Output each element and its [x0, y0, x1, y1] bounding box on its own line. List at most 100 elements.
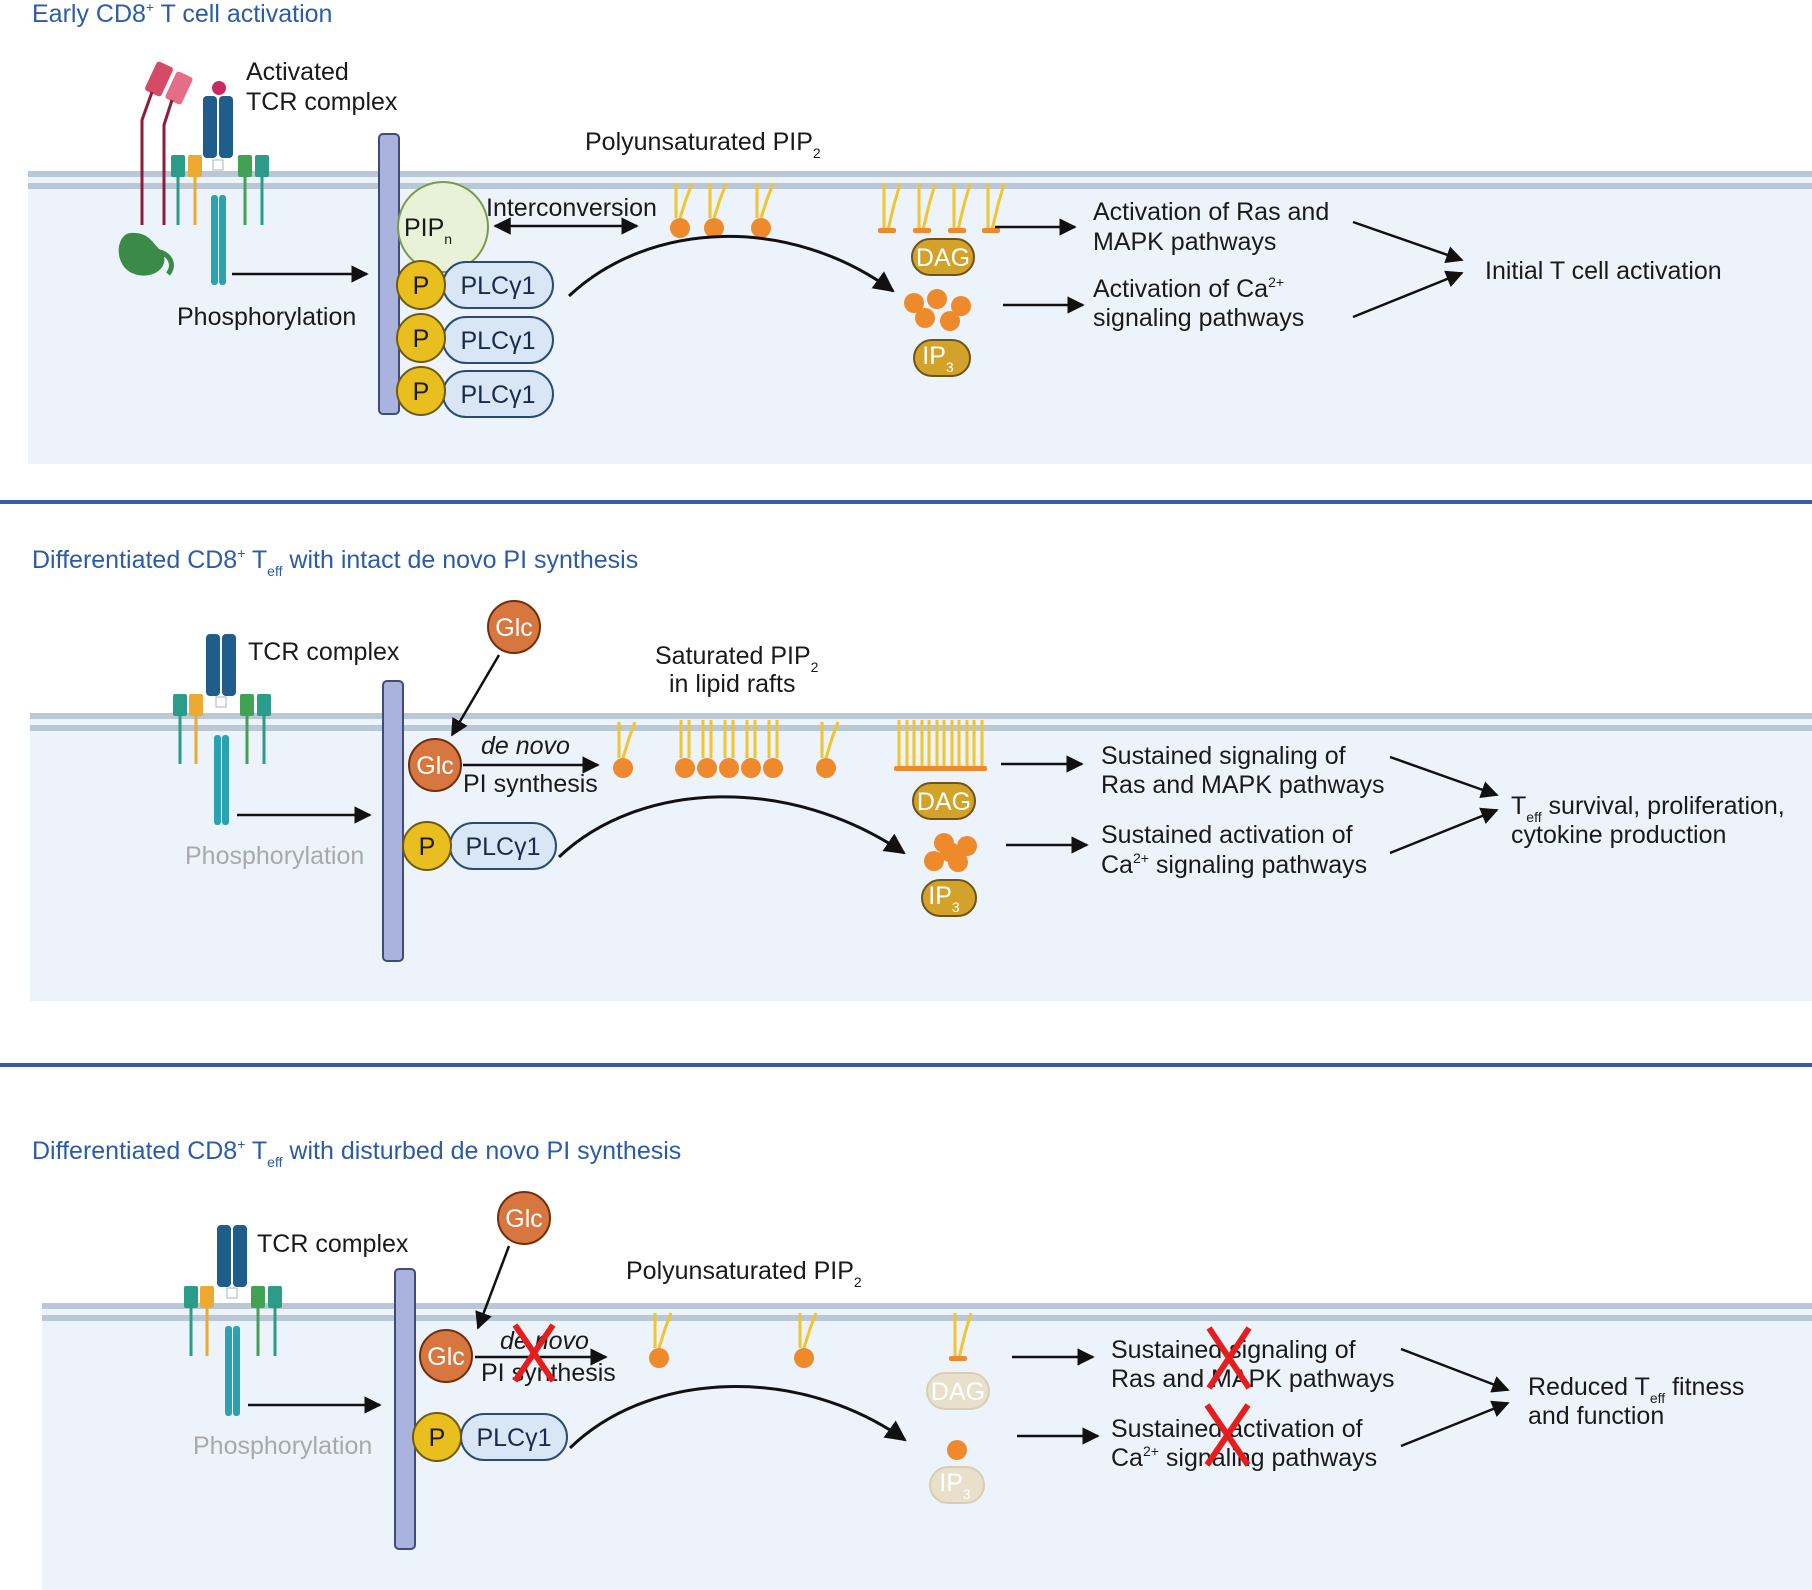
pip2-lipids [649, 1312, 818, 1368]
pip2-lipid [670, 183, 694, 238]
glc-circle-extracellular [487, 600, 541, 654]
pip2-title: Polyunsaturated PIP2 [585, 128, 821, 161]
ip3-label: IP3 [922, 342, 954, 375]
phosphorylation-label: Phosphorylation [177, 303, 356, 331]
dag-label: DAG [917, 788, 971, 816]
panel3-membrane [42, 1303, 1812, 1321]
phosphorylation-label: Phosphorylation [185, 842, 364, 870]
plc-complex: P PLCγ1 [402, 821, 557, 871]
dag-lipid [939, 720, 957, 771]
antigen-dot [212, 81, 226, 95]
panel1-outcome: Initial T cell activation [1485, 257, 1722, 285]
ip3-head [947, 1440, 967, 1460]
scaffold-bar [378, 133, 400, 415]
glc-import-arrow [475, 1245, 511, 1330]
ras-to-outcome-arrow [1352, 220, 1464, 264]
pip2-lipids [670, 183, 775, 238]
pip2-lipid [697, 720, 717, 778]
panel2-outcome-line2: cytokine production [1511, 821, 1726, 849]
pip2-lipid [751, 183, 775, 238]
glc-label: Glc [495, 614, 533, 642]
glc-label: Glc [416, 752, 454, 780]
pip2-lipid [741, 720, 761, 778]
ras-line2: Ras and MAPK pathways [1111, 1365, 1394, 1393]
panel-disturbed-denovo: Differentiated CD8+ Teff with disturbed … [32, 1136, 1812, 1590]
ip3-pill-faded [929, 1466, 985, 1504]
tcr-label: TCR complex [257, 1230, 409, 1258]
ca-line2: Ca2+ signaling pathways [1111, 1443, 1377, 1472]
pip2-lipid [613, 721, 637, 778]
hydrolysis-arrow [567, 235, 895, 298]
dag-label: DAG [916, 244, 970, 272]
tcr-complex-3 [184, 1225, 282, 1416]
dag-pill-faded [926, 1372, 990, 1410]
glc-circle-extracellular [497, 1191, 551, 1245]
ip3-pill [913, 339, 971, 377]
ca-line2: Ca2+ signaling pathways [1101, 850, 1367, 879]
panel3-title: Differentiated CD8+ Teff with disturbed … [32, 1136, 681, 1170]
pip2-title-line1: Saturated PIP2 [655, 642, 819, 675]
pi-synthesis-label: PI synthesis [463, 770, 598, 798]
pip2-lipid [649, 1312, 673, 1368]
panel-intact-denovo: Differentiated CD8+ Teff with intact de … [30, 545, 1812, 1001]
phospho-circle [412, 1412, 462, 1462]
tcr-label: TCR complex [248, 638, 400, 666]
glc-circle-intracellular [408, 738, 462, 792]
ip3-heads [904, 289, 971, 331]
plc-label: PLCγ1 [465, 833, 540, 861]
pip2-lipids [613, 720, 840, 778]
ras-blocked-cross-icon [1206, 1326, 1252, 1390]
scaffold-bar [382, 680, 404, 962]
ca-to-outcome-arrow [1400, 1400, 1510, 1448]
dag-pill [911, 238, 975, 276]
ip3-label: IP3 [939, 1469, 971, 1502]
ras-to-outcome-arrow [1389, 755, 1499, 798]
ip3-heads [924, 833, 977, 872]
ca-to-outcome-arrow [1389, 807, 1499, 855]
dag-label: DAG [931, 1378, 985, 1406]
ras-line2: Ras and MAPK pathways [1101, 771, 1384, 799]
pip2-lipid [816, 721, 840, 778]
kinase-blob [118, 232, 165, 276]
panel-early-activation: Early CD8+ T cell activation [28, 0, 1812, 464]
tcr-label-line2: TCR complex [246, 88, 398, 116]
dag-lipid [894, 720, 912, 771]
phospho-circle [396, 260, 446, 310]
pip2-title-line2: in lipid rafts [669, 670, 795, 698]
ca-blocked-cross-icon [1204, 1403, 1251, 1467]
panel2-title: Differentiated CD8+ Teff with intact de … [32, 545, 638, 579]
pip2-title: Polyunsaturated PIP2 [626, 1257, 862, 1290]
ras-line1: Activation of Ras and [1093, 198, 1329, 226]
phospho-label: P [419, 833, 436, 861]
ras-to-outcome-arrow [1400, 1347, 1510, 1393]
ip3-pill [921, 879, 977, 917]
pip2-lipid [675, 720, 695, 778]
panel3-outcome-line2: and function [1528, 1402, 1664, 1430]
denovo-blocked-cross-icon [512, 1323, 556, 1383]
panel1-title: Early CD8+ T cell activation [32, 0, 332, 28]
pip2-lipid [794, 1312, 818, 1368]
phospho-label: P [413, 272, 430, 300]
plc-complex-3: P PLCγ1 [396, 366, 554, 418]
ca-to-outcome-arrow [1352, 270, 1464, 319]
glc-label: Glc [505, 1205, 543, 1233]
panel2-outcome-line1: Teff survival, proliferation, [1511, 792, 1785, 825]
panel3-outcome-line1: Reduced Teff fitness [1528, 1373, 1744, 1406]
pip2-lipid [763, 720, 783, 778]
pipn-label: PIPn [404, 214, 452, 247]
phosphorylation-label: Phosphorylation [193, 1432, 372, 1460]
plc-complex-1: P PLCγ1 [396, 260, 554, 310]
interconversion-label: Interconversion [486, 194, 657, 222]
phospho-label: P [413, 378, 430, 406]
plc-label: PLCγ1 [460, 327, 535, 355]
pip2-lipid [719, 720, 739, 778]
dag-lipid [949, 1312, 973, 1361]
ca-line1: Activation of Ca2+ [1093, 274, 1284, 303]
activated-tcr-complex [118, 61, 269, 285]
dag-lipids [878, 183, 1006, 233]
ca-line2: signaling pathways [1093, 304, 1304, 332]
dag-lipids [894, 720, 987, 771]
hydrolysis-arrow [568, 1385, 907, 1450]
ras-line1: Sustained signaling of [1101, 742, 1346, 770]
